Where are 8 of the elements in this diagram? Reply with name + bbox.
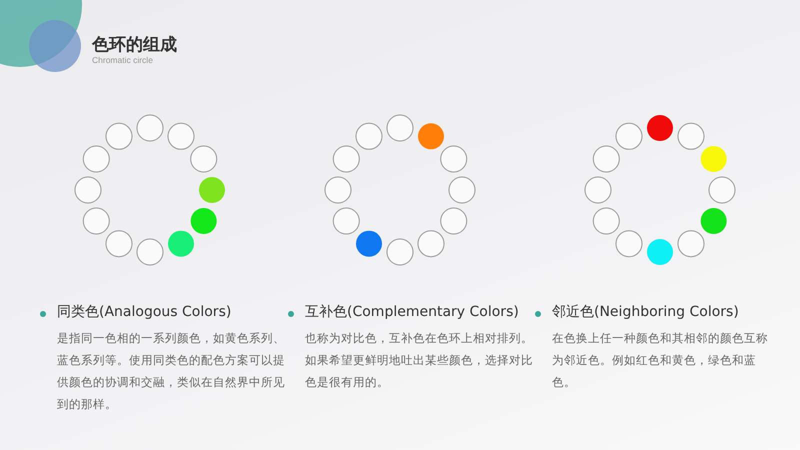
description-text: 是指同一色相的一系列颜色，如黄色系列、蓝色系列等。使用同类色的配色方案可以提供颜色的协调和交融，类似在自然界中所见到的那样。 xyxy=(57,330,286,413)
section-heading: 互补色(Complementary Colors) xyxy=(305,303,520,321)
subtitle: Chromatic circle xyxy=(92,55,153,65)
section-heading: 邻近色(Neighboring Colors) xyxy=(552,303,740,321)
title: 色环的组成 xyxy=(92,34,177,56)
section-heading: 同类色(Analogous Colors) xyxy=(57,303,232,321)
description-text: 在色换上任一种颜色和其相邻的颜色互称为邻近色。例如红色和黄色，绿色和蓝色。 xyxy=(552,330,769,391)
description-text: 也称为对比色，互补色在色环上相对排列。如果希望更鲜明地吐出某些颜色，选择对比色是很有用的。 xyxy=(305,330,534,391)
